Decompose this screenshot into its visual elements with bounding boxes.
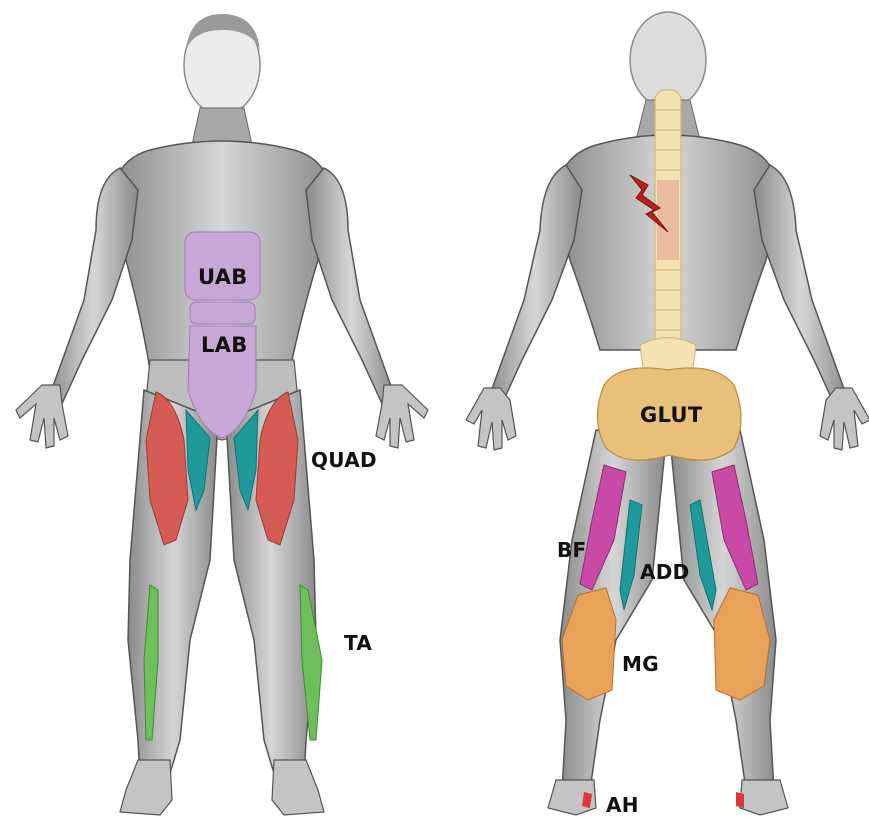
label-ta: TA	[344, 631, 372, 655]
label-add: ADD	[640, 560, 690, 584]
back-heel-right	[740, 780, 788, 815]
label-quad: QUAD	[311, 448, 377, 472]
label-ah: AH	[606, 793, 639, 817]
label-lab: LAB	[201, 333, 248, 357]
label-bf: BF	[557, 538, 587, 562]
front-hand-left	[16, 385, 68, 448]
back-arm-right	[754, 165, 848, 408]
back-hand-left	[466, 388, 516, 450]
front-foot-right	[272, 760, 324, 815]
front-foot-left	[120, 760, 172, 815]
front-neck	[192, 108, 252, 145]
label-uab: UAB	[198, 265, 248, 289]
label-mg: MG	[622, 652, 659, 676]
front-hand-right	[376, 385, 428, 448]
front-abs-mid	[190, 302, 255, 324]
label-glut: GLUT	[640, 403, 702, 427]
front-arm-left	[48, 168, 138, 408]
back-ah-right	[736, 792, 744, 808]
front-body	[16, 14, 428, 815]
back-arm-left	[488, 165, 582, 408]
back-hand-right	[820, 388, 869, 450]
front-arm-right	[306, 168, 396, 408]
